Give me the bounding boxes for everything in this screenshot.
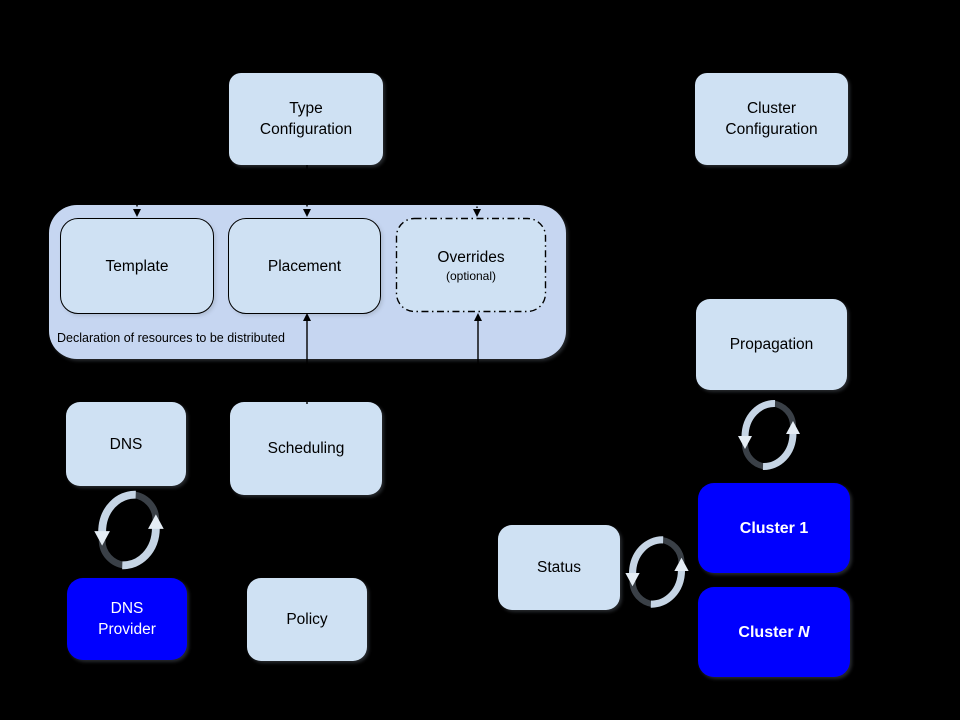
scheduling-label: Scheduling bbox=[267, 440, 345, 457]
cluster-1-label: Cluster 1 bbox=[739, 519, 809, 537]
sync-arrowhead-down bbox=[738, 436, 752, 449]
status-label: Status bbox=[537, 559, 581, 576]
sync-icon bbox=[94, 490, 164, 570]
cluster-configuration-node: Cluster Configuration bbox=[695, 73, 848, 165]
cluster-1-node: Cluster 1 bbox=[698, 483, 850, 573]
cluster-configuration-label-line2: Configuration bbox=[725, 121, 818, 138]
sync-arrowhead-down bbox=[94, 531, 110, 546]
status-node: Status bbox=[498, 525, 620, 610]
dns-provider-label-line2: Provider bbox=[98, 621, 156, 638]
propagation-node: Propagation bbox=[696, 299, 847, 390]
cluster-n-label-prefix: Cluster bbox=[738, 623, 794, 641]
sync-arrowhead-down bbox=[625, 573, 640, 587]
sync-arrowhead-up bbox=[786, 421, 800, 434]
overrides-sublabel: (optional) bbox=[445, 268, 497, 283]
type-configuration-label-line2: Configuration bbox=[259, 121, 353, 138]
resource-group-caption: Declaration of resources to be distribut… bbox=[57, 331, 285, 345]
dns-node: DNS bbox=[66, 402, 186, 486]
cluster-configuration-label-line1: Cluster bbox=[746, 100, 797, 117]
overrides-node: Overrides (optional) bbox=[396, 218, 546, 312]
dns-label: DNS bbox=[109, 435, 143, 453]
type-configuration-node: Type Configuration bbox=[229, 73, 383, 165]
template-label: Template bbox=[105, 257, 169, 275]
cluster-n-label-n: N bbox=[798, 623, 810, 641]
dns-provider-node: DNS Provider bbox=[67, 578, 187, 660]
policy-label: Policy bbox=[286, 611, 328, 628]
type-configuration-label-line1: Type bbox=[289, 100, 323, 117]
propagation-label: Propagation bbox=[729, 336, 814, 353]
sync-arrowhead-up bbox=[148, 514, 164, 529]
sync-icon bbox=[625, 536, 689, 608]
placement-node: Placement bbox=[228, 218, 381, 314]
policy-node: Policy bbox=[247, 578, 367, 661]
sync-arrowhead-up bbox=[674, 557, 689, 571]
scheduling-node: Scheduling bbox=[230, 402, 382, 495]
template-node: Template bbox=[60, 218, 214, 314]
overrides-label: Overrides bbox=[437, 248, 505, 266]
dns-provider-label-line1: DNS bbox=[110, 600, 144, 617]
placement-label: Placement bbox=[267, 257, 342, 275]
sync-icon bbox=[738, 400, 800, 470]
